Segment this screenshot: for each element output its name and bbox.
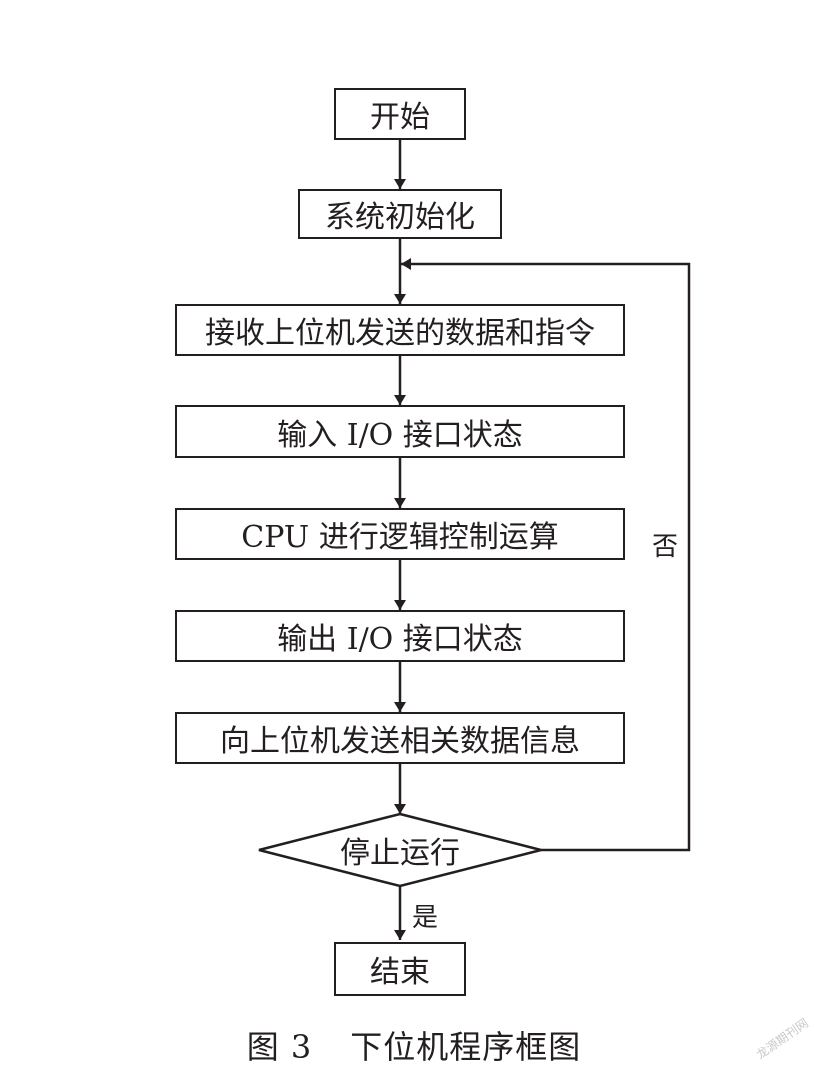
start-box: 开始 [334,88,466,140]
end-box: 结束 [334,942,466,996]
input-io-box: 输入 I/O 接口状态 [175,405,625,458]
cpu-logic-box: CPU 进行逻辑控制运算 [175,508,625,560]
init-box: 系统初始化 [298,189,502,239]
decision-label: 停止运行 [340,836,460,871]
no-label: 否 [652,532,679,562]
figure-caption: 图 3 下位机程序框图 [0,1022,828,1068]
send-data-box: 向上位机发送相关数据信息 [175,712,625,764]
figure-number: 图 3 [246,1028,313,1066]
decision-diamond [258,812,542,888]
output-io-box: 输出 I/O 接口状态 [175,610,625,662]
loop-back-no-path [401,258,691,852]
yes-label: 是 [412,903,439,933]
receive-data-box: 接收上位机发送的数据和指令 [175,304,625,356]
figure-title: 下位机程序框图 [350,1028,582,1066]
